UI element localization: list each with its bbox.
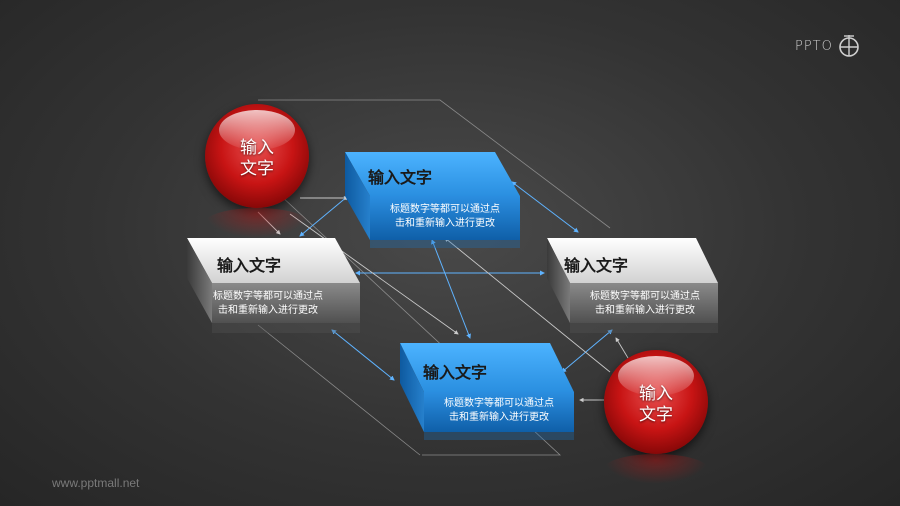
box-right-gray-shape <box>547 238 718 333</box>
logo-text: PPTO <box>795 38 833 54</box>
sphere-reflection <box>205 208 309 238</box>
box-title: 输入文字 <box>217 256 282 275</box>
box-description: 标题数字等都可以通过点 击和重新输入进行更改 <box>213 291 323 316</box>
sphere-bottom-right: 输入 文字 <box>604 350 708 454</box>
logo: PPTO <box>795 34 861 58</box>
box-title: 输入文字 <box>423 363 488 382</box>
sphere-label: 输入 文字 <box>639 384 673 425</box>
box-title: 输入文字 <box>564 256 629 275</box>
gray-connectors <box>257 195 629 403</box>
box-top-blue-shape <box>345 152 520 248</box>
blue-connectors <box>299 181 613 381</box>
sphere-label: 输入 文字 <box>240 138 274 179</box>
sphere-top-left: 输入 文字 <box>205 104 309 208</box>
box-description: 标题数字等都可以通过点 击和重新输入进行更改 <box>444 398 554 423</box>
sphere-reflection <box>604 454 708 484</box>
watermark: www.pptmall.net <box>52 476 140 490</box>
network-circle-icon <box>839 35 859 57</box>
box-bottom-blue-shape <box>400 343 574 440</box>
box-description: 标题数字等都可以通过点 击和重新输入进行更改 <box>590 291 700 316</box>
box-left-gray-shape <box>187 238 360 333</box>
box-title: 输入文字 <box>368 168 433 187</box>
box-description: 标题数字等都可以通过点 击和重新输入进行更改 <box>390 204 500 229</box>
